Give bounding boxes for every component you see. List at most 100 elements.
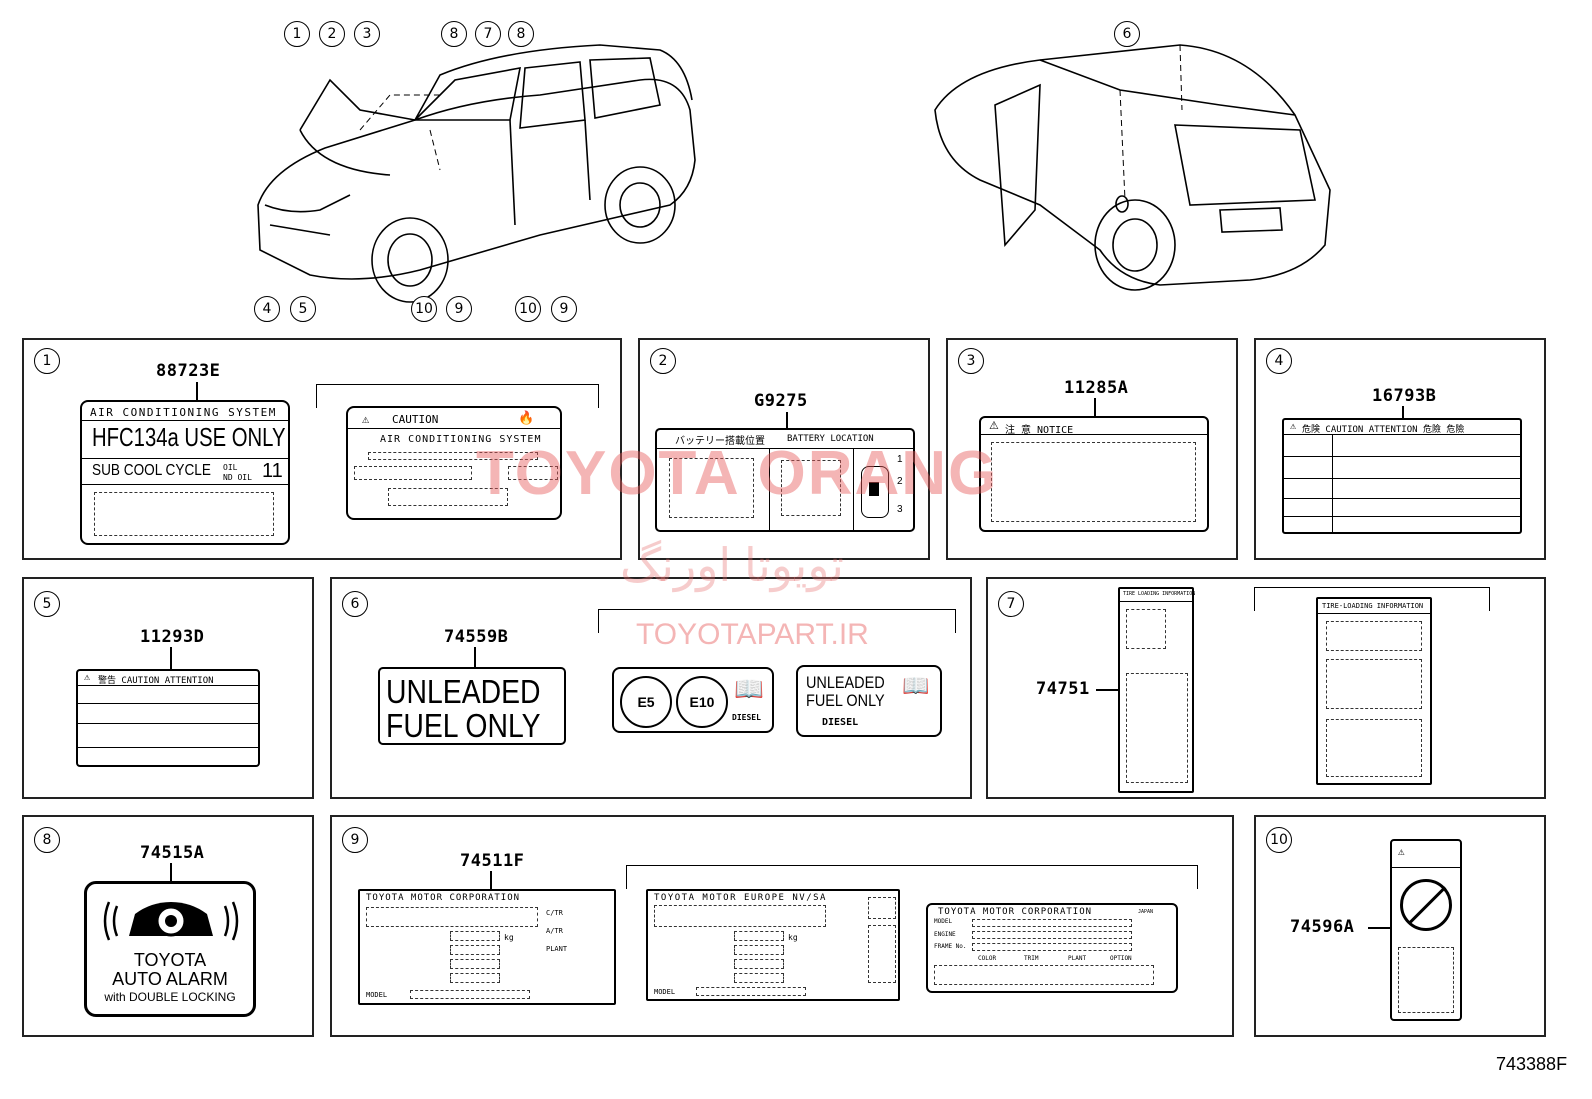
multilang-warning-icon: ⚠ bbox=[1290, 421, 1297, 432]
battery-jp-text: バッテリー搭載位置 bbox=[675, 436, 765, 447]
panel-3-number: 3 bbox=[958, 348, 984, 374]
panel-5: 5 11293D ⚠ 警告 CAUTION ATTENTION bbox=[22, 577, 314, 799]
part-number-11285a: 11285A bbox=[1064, 378, 1129, 398]
part-number-16793b: 16793B bbox=[1372, 386, 1437, 406]
vin-plate-tmc-japan: TOYOTA MOTOR CORPORATION JAPAN MODEL ENG… bbox=[926, 903, 1178, 993]
ac-oil-bot: ND OIL bbox=[223, 473, 252, 482]
panel-1: 1 88723E AIR CONDITIONING SYSTEM HFC134a… bbox=[22, 338, 622, 560]
callout-front-7: 7 bbox=[475, 21, 501, 47]
callout-front-5: 5 bbox=[290, 296, 316, 322]
callout-front-2: 2 bbox=[319, 21, 345, 47]
plate-b-title: TOYOTA MOTOR EUROPE NV/SA bbox=[654, 893, 827, 903]
part-number-88723e: 88723E bbox=[156, 361, 221, 381]
notice-warning-icon: ⚠ bbox=[989, 420, 999, 432]
unleaded-small-line1: UNLEADED bbox=[806, 673, 885, 692]
e5-badge: E5 bbox=[620, 676, 672, 728]
callout-front-9b: 9 bbox=[551, 296, 577, 322]
callout-front-8b: 8 bbox=[508, 21, 534, 47]
caution-warning-icon: ⚠ bbox=[362, 412, 370, 426]
battery-callout-3: 3 bbox=[897, 504, 903, 515]
plate-a-title: TOYOTA MOTOR CORPORATION bbox=[366, 893, 521, 903]
ac-sub-text: SUB COOL CYCLE bbox=[92, 462, 211, 479]
panel-3: 3 11285A ⚠ 注 意 NOTICE bbox=[946, 338, 1238, 560]
ac-label: AIR CONDITIONING SYSTEM HFC134a USE ONLY… bbox=[80, 400, 290, 545]
part-number-74515a: 74515A bbox=[140, 843, 205, 863]
manual-book-icon: 📖 bbox=[734, 676, 764, 703]
panel-1-number: 1 bbox=[34, 348, 60, 374]
caution-attention-label: ⚠ 警告 CAUTION ATTENTION bbox=[76, 669, 260, 767]
notice-label: ⚠ 注 意 NOTICE bbox=[979, 416, 1209, 532]
part-number-11293d: 11293D bbox=[140, 627, 205, 647]
battery-location-label: バッテリー搭載位置 BATTERY LOCATION 1 2 3 bbox=[655, 428, 915, 532]
panel-6-number: 6 bbox=[342, 591, 368, 617]
auto-alarm-label: TOYOTA AUTO ALARM with DOUBLE LOCKING bbox=[84, 881, 256, 1017]
manual-book-icon-2: 📖 bbox=[902, 673, 930, 698]
e10-badge: E10 bbox=[676, 676, 728, 728]
plate-a-ct: C/TR bbox=[546, 909, 563, 917]
plate-a-model: MODEL bbox=[366, 991, 388, 999]
panel-9-number: 9 bbox=[342, 827, 368, 853]
plate-a-plant: PLANT bbox=[546, 945, 568, 953]
label5-warning-icon: ⚠ bbox=[84, 672, 91, 683]
part-number-74751: 74751 bbox=[1036, 679, 1090, 699]
panel-7-number: 7 bbox=[998, 591, 1024, 617]
panel-5-number: 5 bbox=[34, 591, 60, 617]
unleaded-small-label: UNLEADED FUEL ONLY 📖 DIESEL bbox=[796, 665, 942, 737]
callout-front-8a: 8 bbox=[441, 21, 467, 47]
plate-c-option: OPTION bbox=[1110, 955, 1132, 962]
panel-2-number: 2 bbox=[650, 348, 676, 374]
callout-front-4: 4 bbox=[254, 296, 280, 322]
alarm-line2: AUTO ALARM bbox=[112, 969, 228, 989]
plate-c-model: MODEL bbox=[934, 918, 953, 925]
plate-b-model: MODEL bbox=[654, 988, 676, 996]
ac-header: AIR CONDITIONING SYSTEM bbox=[90, 406, 277, 419]
plate-b-kg: kg bbox=[788, 933, 798, 942]
caution-title: CAUTION bbox=[392, 413, 439, 426]
alarm-line1: TOYOTA bbox=[133, 950, 207, 970]
child-lock-label: ⚠ bbox=[1390, 839, 1462, 1021]
panel-8-number: 8 bbox=[34, 827, 60, 853]
callout-front-10a: 10 bbox=[411, 296, 437, 322]
panel-6: 6 74559B UNLEADED FUEL ONLY E5 E10 📖 DIE… bbox=[330, 577, 972, 799]
caution-multilang-label: ⚠ 危険 CAUTION ATTENTION 危險 危險 bbox=[1282, 418, 1522, 534]
callout-front-9a: 9 bbox=[446, 296, 472, 322]
callout-front-10b: 10 bbox=[515, 296, 541, 322]
tire-right-title: TIRE-LOADING INFORMATION bbox=[1322, 602, 1424, 610]
multilang-title: 危険 CAUTION ATTENTION 危險 危險 bbox=[1302, 425, 1465, 435]
diesel-crossed-text: DIESEL bbox=[732, 713, 761, 722]
panel-7: 7 74751 TIRE LOADING INFORMATION TIRE-LO… bbox=[986, 577, 1546, 799]
plate-c-color: COLOR bbox=[978, 955, 997, 962]
callout-rear-6: 6 bbox=[1114, 21, 1140, 47]
diagram-code: 743388F bbox=[1496, 1054, 1568, 1074]
part-number-74559b: 74559B bbox=[444, 627, 509, 647]
part-number-g9275: G9275 bbox=[754, 391, 808, 411]
panel-9: 9 74511F TOYOTA MOTOR CORPORATION C/TR A… bbox=[330, 815, 1234, 1037]
panel-4-number: 4 bbox=[1266, 348, 1292, 374]
caution-fire-icon: 🔥 bbox=[518, 410, 535, 425]
unleaded-line1: UNLEADED bbox=[386, 673, 541, 710]
label5-title: 警告 CAUTION ATTENTION bbox=[98, 676, 214, 686]
panel-2: 2 G9275 バッテリー搭載位置 BATTERY LOCATION 1 2 3 bbox=[638, 338, 930, 560]
plate-a-axtr: A/TR bbox=[546, 927, 563, 935]
car-alarm-icon bbox=[103, 901, 239, 941]
plate-c-engine: ENGINE bbox=[934, 931, 956, 938]
unleaded-line2: FUEL ONLY bbox=[386, 707, 541, 744]
rear-car-illustration bbox=[934, 44, 1331, 291]
part-number-74511f: 74511F bbox=[460, 851, 525, 871]
battery-en-text: BATTERY LOCATION bbox=[787, 434, 874, 444]
e5-e10-label: E5 E10 📖 DIESEL bbox=[612, 667, 774, 733]
callout-front-1: 1 bbox=[284, 21, 310, 47]
callout-front-3: 3 bbox=[354, 21, 380, 47]
caution-subtitle: AIR CONDITIONING SYSTEM bbox=[380, 434, 542, 445]
ac-caution-label: ⚠ CAUTION 🔥 AIR CONDITIONING SYSTEM bbox=[346, 406, 562, 520]
vin-plate-tmc: TOYOTA MOTOR CORPORATION C/TR A/TR PLANT… bbox=[358, 889, 616, 1005]
notice-title: 注 意 NOTICE bbox=[1005, 425, 1074, 436]
child-lock-warning-icon: ⚠ bbox=[1398, 845, 1405, 858]
plate-a-kg: kg bbox=[504, 933, 514, 942]
battery-car-icon bbox=[861, 466, 889, 518]
no-child-icon bbox=[1400, 879, 1452, 931]
plate-c-frame: FRAME No. bbox=[934, 943, 967, 950]
ac-oil-num: 11 bbox=[262, 460, 283, 482]
battery-marker-icon bbox=[869, 482, 879, 496]
front-car-illustration bbox=[257, 44, 696, 303]
